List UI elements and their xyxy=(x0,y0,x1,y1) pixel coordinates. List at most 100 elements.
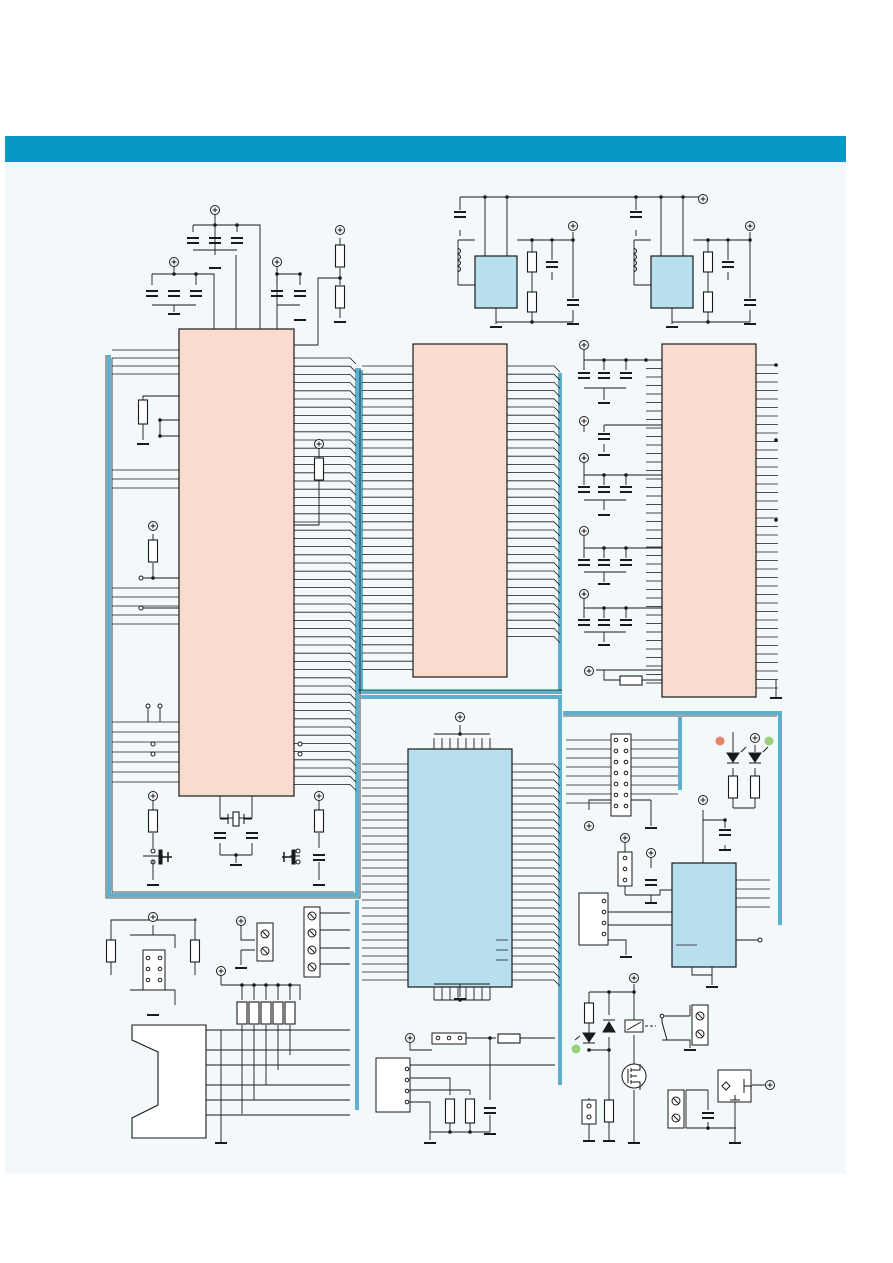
pin-line xyxy=(512,971,561,979)
capacitor-icon xyxy=(620,486,632,493)
header-pin xyxy=(613,759,619,765)
pin-line xyxy=(507,488,561,496)
pin-line xyxy=(294,636,357,644)
plus-circle-supply-icon xyxy=(405,1033,415,1043)
plus-circle-supply-icon xyxy=(646,848,656,858)
capacitor-icon xyxy=(246,832,258,839)
capacitor-icon xyxy=(598,372,610,379)
junction-dot xyxy=(458,998,462,1002)
capacitor-icon xyxy=(546,261,558,268)
pin-line xyxy=(294,513,357,521)
plus-circle-supply-icon xyxy=(169,257,179,267)
pin-line xyxy=(294,652,357,660)
junction-dot xyxy=(706,238,710,242)
mosfet-icon xyxy=(621,1063,647,1090)
pin-line xyxy=(507,496,561,504)
plus-circle-supply-icon xyxy=(148,791,158,801)
junction-dot xyxy=(602,358,606,362)
pin-line xyxy=(294,718,357,726)
pin-line xyxy=(294,767,357,775)
diode-icon xyxy=(602,1019,616,1033)
pin-line xyxy=(294,554,357,562)
pin-line xyxy=(294,464,357,471)
plus-circle-supply-icon xyxy=(568,221,578,231)
pin-line xyxy=(507,562,561,570)
junction-dot xyxy=(505,195,509,199)
static-wiring xyxy=(110,196,777,1142)
pin-line xyxy=(507,578,561,586)
junction-dot xyxy=(275,272,279,276)
pin-line xyxy=(294,579,357,586)
header-pin xyxy=(613,781,619,787)
junction-dot xyxy=(587,1048,591,1052)
pin-line xyxy=(294,693,357,701)
screw-terminal-icon xyxy=(256,906,709,1129)
ic-middle-lower xyxy=(407,748,513,988)
pin-line xyxy=(294,710,357,717)
pin-line xyxy=(512,875,561,883)
junction-dot xyxy=(607,1048,611,1052)
pin-line xyxy=(294,611,357,619)
pin-line xyxy=(294,620,357,627)
circuit-schematic xyxy=(105,194,782,1144)
pin-line xyxy=(507,455,561,463)
plus-circle-supply-icon xyxy=(698,194,708,204)
junction-dot xyxy=(644,358,648,362)
capacitor-icon xyxy=(598,486,610,493)
resistor-icon xyxy=(619,675,643,686)
pin-line xyxy=(512,891,561,899)
plus-circle-supply-icon xyxy=(579,453,589,463)
plus-circle-supply-icon xyxy=(272,257,282,267)
plus-circle-supply-icon xyxy=(210,205,220,215)
resistor-icon xyxy=(313,457,325,481)
signal-bus-system xyxy=(107,355,782,1110)
plus-circle-supply-icon xyxy=(584,821,594,831)
resistor-icon xyxy=(147,809,159,833)
pin-line xyxy=(294,505,357,512)
capacitor-icon xyxy=(645,879,657,886)
resistor-icon xyxy=(284,1001,296,1025)
pin-line xyxy=(294,406,357,414)
plus-circle-supply-icon xyxy=(236,916,246,926)
junction-dot xyxy=(172,272,176,276)
pin-line xyxy=(512,979,561,987)
pin-line xyxy=(507,587,561,594)
regulator-1 xyxy=(474,255,518,309)
pin-line xyxy=(512,795,561,803)
resistor-icon xyxy=(147,539,159,563)
ic-microcontroller-main xyxy=(178,328,295,797)
pin-line xyxy=(507,390,561,397)
resistor-icon xyxy=(105,939,117,963)
capacitor-icon xyxy=(722,261,734,268)
pin-line xyxy=(294,456,357,463)
resistor-icon xyxy=(526,251,538,273)
capacitor-icon xyxy=(578,372,590,379)
pin-line xyxy=(507,595,561,602)
pin-line xyxy=(507,423,561,430)
capacitor-icon xyxy=(578,486,590,493)
resistor-icon xyxy=(702,291,714,313)
resistor-icon xyxy=(334,244,346,268)
pin-line xyxy=(294,734,357,742)
plus-circle-supply-icon xyxy=(148,912,158,922)
pin-line xyxy=(512,787,561,795)
pin-line xyxy=(294,439,357,447)
plus-circle-supply-icon xyxy=(579,340,589,350)
pin-line xyxy=(512,955,561,963)
junction-dots xyxy=(151,195,778,1134)
pin-line xyxy=(294,431,357,439)
pin-line xyxy=(507,628,561,635)
pin-line xyxy=(294,529,357,537)
pin-line xyxy=(512,811,561,819)
junction-dot xyxy=(468,1130,472,1134)
junction-dot xyxy=(194,272,198,276)
bus-left-frame xyxy=(107,355,359,897)
pin-line xyxy=(294,702,357,709)
junction-dot xyxy=(624,358,628,362)
plus-circle-supply-icon xyxy=(765,1080,775,1090)
pin-line xyxy=(294,521,357,529)
capacitor-icon xyxy=(190,290,202,297)
led-green-indicator-lower xyxy=(571,1044,581,1054)
capacitor-icon xyxy=(620,619,632,626)
pin-line xyxy=(294,759,357,767)
